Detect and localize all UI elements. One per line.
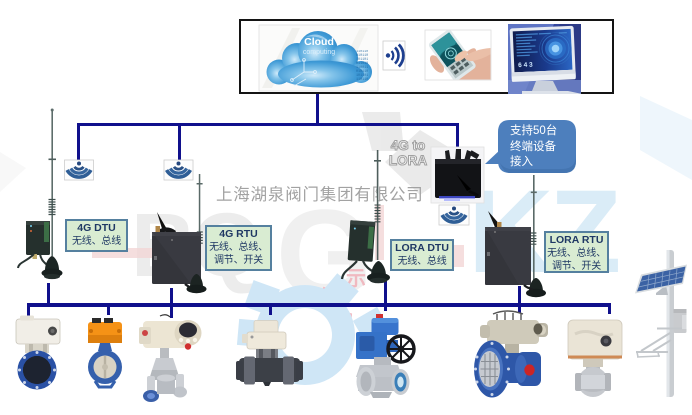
svg-text:010110: 010110 [356, 54, 368, 58]
svg-text:computing: computing [303, 49, 335, 56]
svg-text:Cloud: Cloud [304, 36, 334, 48]
svg-text:6 4 3: 6 4 3 [518, 62, 533, 70]
svg-text:110110: 110110 [356, 50, 368, 54]
svg-text:101101: 101101 [356, 74, 368, 78]
svg-text:010110: 010110 [356, 70, 368, 74]
svg-text:110110: 110110 [356, 78, 368, 82]
svg-text:011010: 011010 [356, 62, 368, 66]
svg-text:101101: 101101 [356, 58, 368, 62]
svg-text:110011: 110011 [356, 66, 368, 70]
